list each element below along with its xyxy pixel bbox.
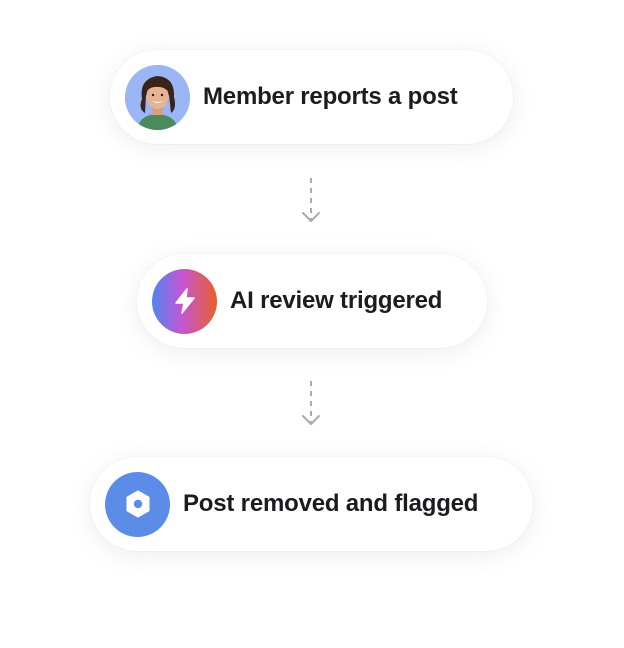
step-label: Member reports a post xyxy=(203,83,458,110)
step-member-reports: Member reports a post xyxy=(110,50,513,144)
ai-badge xyxy=(152,268,217,334)
member-avatar-icon xyxy=(125,64,190,130)
dashed-arrow-down-icon xyxy=(302,381,320,425)
step-post-removed: Post removed and flagged xyxy=(90,457,533,551)
avatar xyxy=(125,64,190,130)
step-ai-review: AI review triggered xyxy=(137,254,487,348)
step-label: Post removed and flagged xyxy=(183,490,479,517)
dashed-arrow-down-icon xyxy=(302,178,320,222)
step-label: AI review triggered xyxy=(230,287,443,314)
lightning-bolt-icon xyxy=(174,288,195,314)
hexagon-nut-icon xyxy=(126,490,149,518)
moderation-badge xyxy=(105,471,170,537)
